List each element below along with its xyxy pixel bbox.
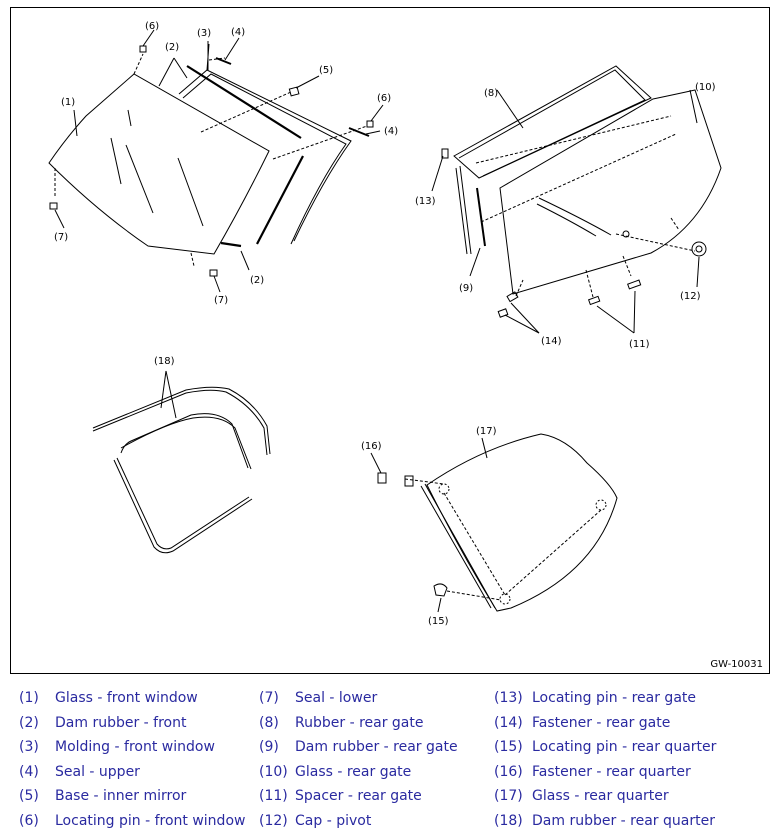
legend-label: Glass - front window — [55, 690, 198, 706]
callout-3: (3) — [197, 28, 211, 39]
callout-4-right: (4) — [384, 126, 398, 137]
legend-item: (9) Dam rubber - rear gate — [259, 735, 458, 760]
legend-number: (3) — [19, 739, 39, 756]
front-window-leaders — [54, 29, 384, 293]
legend-label: Locating pin - rear quarter — [532, 739, 717, 756]
legend-number: (16) — [494, 763, 523, 780]
callout-15: (15) — [428, 616, 449, 627]
callout-6-right: (6) — [377, 93, 391, 104]
legend-column-1: (1) Glass - front window (2) Dam rubber - … — [19, 686, 245, 834]
legend-item: (3) Molding - front window — [19, 735, 245, 760]
legend-label: Dam rubber - rear quarter — [532, 812, 715, 829]
callout-17: (17) — [476, 426, 497, 437]
legend-item: (14) Fastener - rear gate — [494, 711, 716, 736]
legend-item: (17) Glass - rear quarter — [494, 784, 716, 809]
legend-item: (1) Glass - front window — [19, 686, 245, 711]
exploded-view-diagram: (1) (2) (2) (3) (4) (4) (5) (6) (6) (7) … — [48, 21, 722, 627]
legend-label: Locating pin - rear gate — [532, 690, 697, 706]
callout-2-bottom: (2) — [250, 275, 264, 286]
front-window-glass — [48, 73, 270, 267]
front-dam-rubber — [186, 65, 304, 248]
rear-quarter-dam-rubber — [92, 370, 271, 554]
rear-gate-dashed-guides — [475, 115, 680, 298]
legend-number: (6) — [19, 812, 39, 829]
legend-number: (18) — [494, 812, 523, 829]
rear-gate-glass — [499, 89, 722, 295]
parts-legend: (1) Glass - front window (2) Dam rubber - … — [0, 686, 780, 836]
legend-label: Fastener - rear quarter — [532, 763, 691, 780]
legend-item: (15) Locating pin - rear quarter — [494, 735, 716, 760]
legend-number: (7) — [259, 690, 279, 706]
legend-label: Rubber - rear gate — [295, 714, 424, 731]
legend-column-3: (13) Locating pin - rear gate (14) Fastene… — [494, 686, 716, 834]
legend-number: (8) — [259, 714, 279, 731]
legend-number: (5) — [19, 788, 39, 805]
callout-labels: (1) (2) (2) (3) (4) (4) (5) (6) (6) (7) … — [54, 21, 716, 627]
legend-item: (16) Fastener - rear quarter — [494, 760, 716, 785]
legend-item: (12) Cap - pivot — [259, 809, 458, 834]
legend-item: (11) Spacer - rear gate — [259, 784, 458, 809]
callout-11: (11) — [629, 339, 650, 350]
callout-14: (14) — [541, 336, 562, 347]
callout-18: (18) — [154, 356, 175, 367]
legend-label: Seal - upper — [55, 763, 140, 780]
callout-9: (9) — [459, 283, 473, 294]
legend-number: (4) — [19, 763, 39, 780]
rear-gate-dam-rubber — [476, 187, 486, 247]
legend-number: (15) — [494, 739, 523, 756]
callout-1: (1) — [61, 97, 75, 108]
callout-10: (10) — [695, 82, 716, 93]
rear-gate-rubber — [453, 65, 652, 255]
callout-12: (12) — [680, 291, 701, 302]
callout-16: (16) — [361, 441, 382, 452]
legend-label: Dam rubber - front — [55, 714, 187, 731]
legend-number: (1) — [19, 690, 39, 706]
callout-7-left: (7) — [54, 232, 68, 243]
diagram-frame: (1) (2) (2) (3) (4) (4) (5) (6) (6) (7) … — [10, 7, 770, 674]
legend-number: (2) — [19, 714, 39, 731]
legend-item: (2) Dam rubber - front — [19, 711, 245, 736]
legend-item: (10) Glass - rear gate — [259, 760, 458, 785]
callout-8: (8) — [484, 88, 498, 99]
callout-4-top: (4) — [231, 27, 245, 38]
callout-6-top: (6) — [145, 21, 159, 32]
legend-number: (9) — [259, 739, 279, 756]
front-window-dashed-guides — [133, 53, 368, 160]
callout-13: (13) — [415, 196, 436, 207]
legend-number: (13) — [494, 690, 523, 706]
legend-label: Locating pin - front window — [55, 812, 246, 829]
legend-item: (18) Dam rubber - rear quarter — [494, 809, 716, 834]
legend-number: (14) — [494, 714, 523, 731]
legend-label: Dam rubber - rear gate — [295, 739, 458, 756]
legend-number: (17) — [494, 788, 523, 805]
legend-label: Seal - lower — [295, 690, 378, 706]
legend-item: (8) Rubber - rear gate — [259, 711, 458, 736]
legend-item: (13) Locating pin - rear gate — [494, 686, 716, 711]
legend-number: (12) — [259, 812, 288, 829]
figure-code: GW-10031 — [710, 659, 763, 670]
legend-label: Spacer - rear gate — [295, 788, 422, 805]
legend-item: (7) Seal - lower — [259, 686, 458, 711]
legend-item: (4) Seal - upper — [19, 760, 245, 785]
callout-2-top: (2) — [165, 42, 179, 53]
front-window-small-parts — [49, 45, 374, 277]
legend-item: (5) Base - inner mirror — [19, 784, 245, 809]
legend-number: (11) — [259, 788, 288, 805]
legend-label: Molding - front window — [55, 739, 215, 756]
legend-number: (10) — [259, 763, 288, 780]
legend-label: Cap - pivot — [295, 812, 372, 829]
legend-label: Fastener - rear gate — [532, 714, 671, 731]
rear-gate-small-parts — [441, 148, 707, 318]
callout-5: (5) — [319, 65, 333, 76]
legend-label: Glass - rear gate — [295, 763, 412, 780]
rear-gate-leaders — [431, 89, 700, 334]
legend-label: Glass - rear quarter — [532, 788, 669, 805]
legend-item: (6) Locating pin - front window — [19, 809, 245, 834]
rear-quarter-glass — [370, 433, 618, 613]
callout-7-bottom: (7) — [214, 295, 228, 306]
legend-label: Base - inner mirror — [55, 788, 187, 805]
legend-column-2: (7) Seal - lower (8) Rubber - rear gate (9… — [259, 686, 458, 834]
